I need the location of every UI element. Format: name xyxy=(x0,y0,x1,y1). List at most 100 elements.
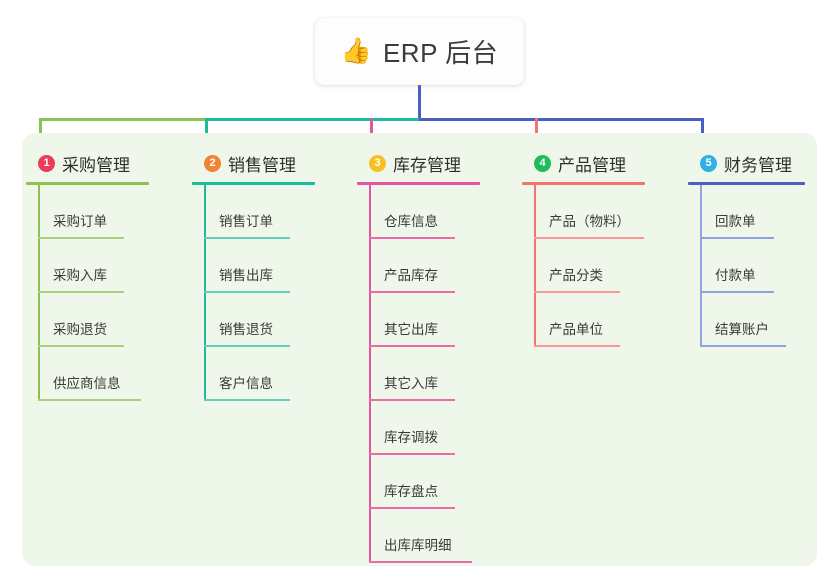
branch-item-rule xyxy=(700,237,774,239)
branch-item[interactable]: 出库库明细 xyxy=(357,509,480,563)
branch-item-rule xyxy=(700,345,786,347)
branch-item-rule xyxy=(38,291,124,293)
branch-item[interactable]: 结算账户 xyxy=(688,293,805,347)
branch-item[interactable]: 库存调拨 xyxy=(357,401,480,455)
branch-item-label: 销售出库 xyxy=(219,268,273,283)
branch-item-rule xyxy=(204,399,290,401)
branch-item-label: 回款单 xyxy=(715,214,756,229)
bus-segment-1 xyxy=(39,118,208,121)
branch-item-rule xyxy=(534,291,620,293)
branch-item-rule xyxy=(369,561,472,563)
branch-item[interactable]: 产品单位 xyxy=(522,293,645,347)
branch-item-label: 仓库信息 xyxy=(384,214,438,229)
branch-item-label: 供应商信息 xyxy=(53,376,121,391)
branch-header-4[interactable]: 4 产品管理 xyxy=(522,148,645,178)
branch-item-label: 产品（物料） xyxy=(549,214,630,229)
branch-item-label: 客户信息 xyxy=(219,376,273,391)
branch-header-2[interactable]: 2 销售管理 xyxy=(192,148,315,178)
bus-segment-2 xyxy=(205,118,422,121)
branch-item-rule xyxy=(204,237,290,239)
branch-header-rule-1 xyxy=(26,182,149,185)
branch-item-label: 产品分类 xyxy=(549,268,603,283)
branch-column-4: 4 产品管理产品（物料） 产品分类产品单位 xyxy=(522,148,645,347)
branch-column-2: 2 销售管理销售订单销售出库销售退货客户信息 xyxy=(192,148,315,401)
branch-item[interactable]: 其它出库 xyxy=(357,293,480,347)
branch-item[interactable]: 仓库信息 xyxy=(357,185,480,239)
branch-item-label: 产品单位 xyxy=(549,322,603,337)
branch-item[interactable]: 回款单 xyxy=(688,185,805,239)
branch-item-label: 结算账户 xyxy=(715,322,769,337)
branch-item-rule xyxy=(534,345,620,347)
branch-header-rule-4 xyxy=(522,182,645,185)
branch-badge-3: 3 xyxy=(369,154,386,172)
branch-spine-5 xyxy=(700,185,702,347)
branch-spine-2 xyxy=(204,185,206,401)
branch-items-3: 仓库信息产品库存其它出库其它入库库存调拨库存盘点出库库明细 xyxy=(357,185,480,563)
branch-item-label: 销售退货 xyxy=(219,322,273,337)
branch-item[interactable]: 其它入库 xyxy=(357,347,480,401)
branch-item-label: 采购入库 xyxy=(53,268,107,283)
branch-item-label: 采购退货 xyxy=(53,322,107,337)
branch-badge-1: 1 xyxy=(38,154,55,172)
root-title: ERP 后台 xyxy=(382,38,499,68)
branch-item[interactable]: 产品（物料） xyxy=(522,185,645,239)
branch-column-1: 1 采购管理采购订单采购入库采购退货供应商信息 xyxy=(26,148,149,401)
branch-item-label: 销售订单 xyxy=(219,214,273,229)
branch-item-rule xyxy=(204,291,290,293)
branch-item-label: 采购订单 xyxy=(53,214,107,229)
trunk-line xyxy=(418,85,421,121)
branch-title-2: 销售管理 xyxy=(228,155,296,175)
branch-item-rule xyxy=(369,507,455,509)
branch-title-5: 财务管理 xyxy=(724,155,792,175)
branch-item-label: 其它入库 xyxy=(384,376,438,391)
branch-header-rule-5 xyxy=(688,182,805,185)
branches-board xyxy=(22,133,817,566)
branch-item[interactable]: 库存盘点 xyxy=(357,455,480,509)
branch-item-rule xyxy=(204,345,290,347)
branch-item[interactable]: 销售出库 xyxy=(192,239,315,293)
branch-column-3: 3 库存管理仓库信息产品库存其它出库其它入库库存调拨库存盘点出库库明细 xyxy=(357,148,480,563)
branch-header-rule-2 xyxy=(192,182,315,185)
branch-item-rule xyxy=(369,345,455,347)
branch-badge-4: 4 xyxy=(534,154,551,172)
root-node[interactable]: 👍 ERP 后台 xyxy=(315,18,524,85)
branch-title-1: 采购管理 xyxy=(62,155,130,175)
branch-item[interactable]: 产品库存 xyxy=(357,239,480,293)
branch-item-rule xyxy=(38,399,141,401)
branch-spine-1 xyxy=(38,185,40,401)
branch-spine-3 xyxy=(369,185,371,563)
branch-title-4: 产品管理 xyxy=(558,155,626,175)
branch-header-3[interactable]: 3 库存管理 xyxy=(357,148,480,178)
branch-item-rule xyxy=(700,291,774,293)
branch-item-label: 库存调拨 xyxy=(384,430,438,445)
branch-item[interactable]: 付款单 xyxy=(688,239,805,293)
branch-item-label: 出库库明细 xyxy=(384,538,452,553)
branch-item[interactable]: 采购订单 xyxy=(26,185,149,239)
branch-item[interactable]: 供应商信息 xyxy=(26,347,149,401)
branch-item[interactable]: 采购退货 xyxy=(26,293,149,347)
branch-item[interactable]: 销售退货 xyxy=(192,293,315,347)
branch-item[interactable]: 采购入库 xyxy=(26,239,149,293)
branch-item-rule xyxy=(369,237,455,239)
branch-item-rule xyxy=(369,453,455,455)
branch-items-2: 销售订单销售出库销售退货客户信息 xyxy=(192,185,315,401)
branch-item[interactable]: 产品分类 xyxy=(522,239,645,293)
branch-item-label: 其它出库 xyxy=(384,322,438,337)
branch-title-3: 库存管理 xyxy=(393,155,461,175)
branch-item[interactable]: 销售订单 xyxy=(192,185,315,239)
branch-item-rule xyxy=(38,237,124,239)
branch-item[interactable]: 客户信息 xyxy=(192,347,315,401)
branch-badge-2: 2 xyxy=(204,154,221,172)
branch-header-rule-3 xyxy=(357,182,480,185)
branch-spine-4 xyxy=(534,185,536,347)
branch-item-label: 产品库存 xyxy=(384,268,438,283)
branch-item-rule xyxy=(534,237,644,239)
branch-header-1[interactable]: 1 采购管理 xyxy=(26,148,149,178)
branch-item-label: 付款单 xyxy=(715,268,756,283)
branch-item-rule xyxy=(38,345,124,347)
bus-segment-3 xyxy=(419,118,704,121)
branch-item-rule xyxy=(369,399,455,401)
